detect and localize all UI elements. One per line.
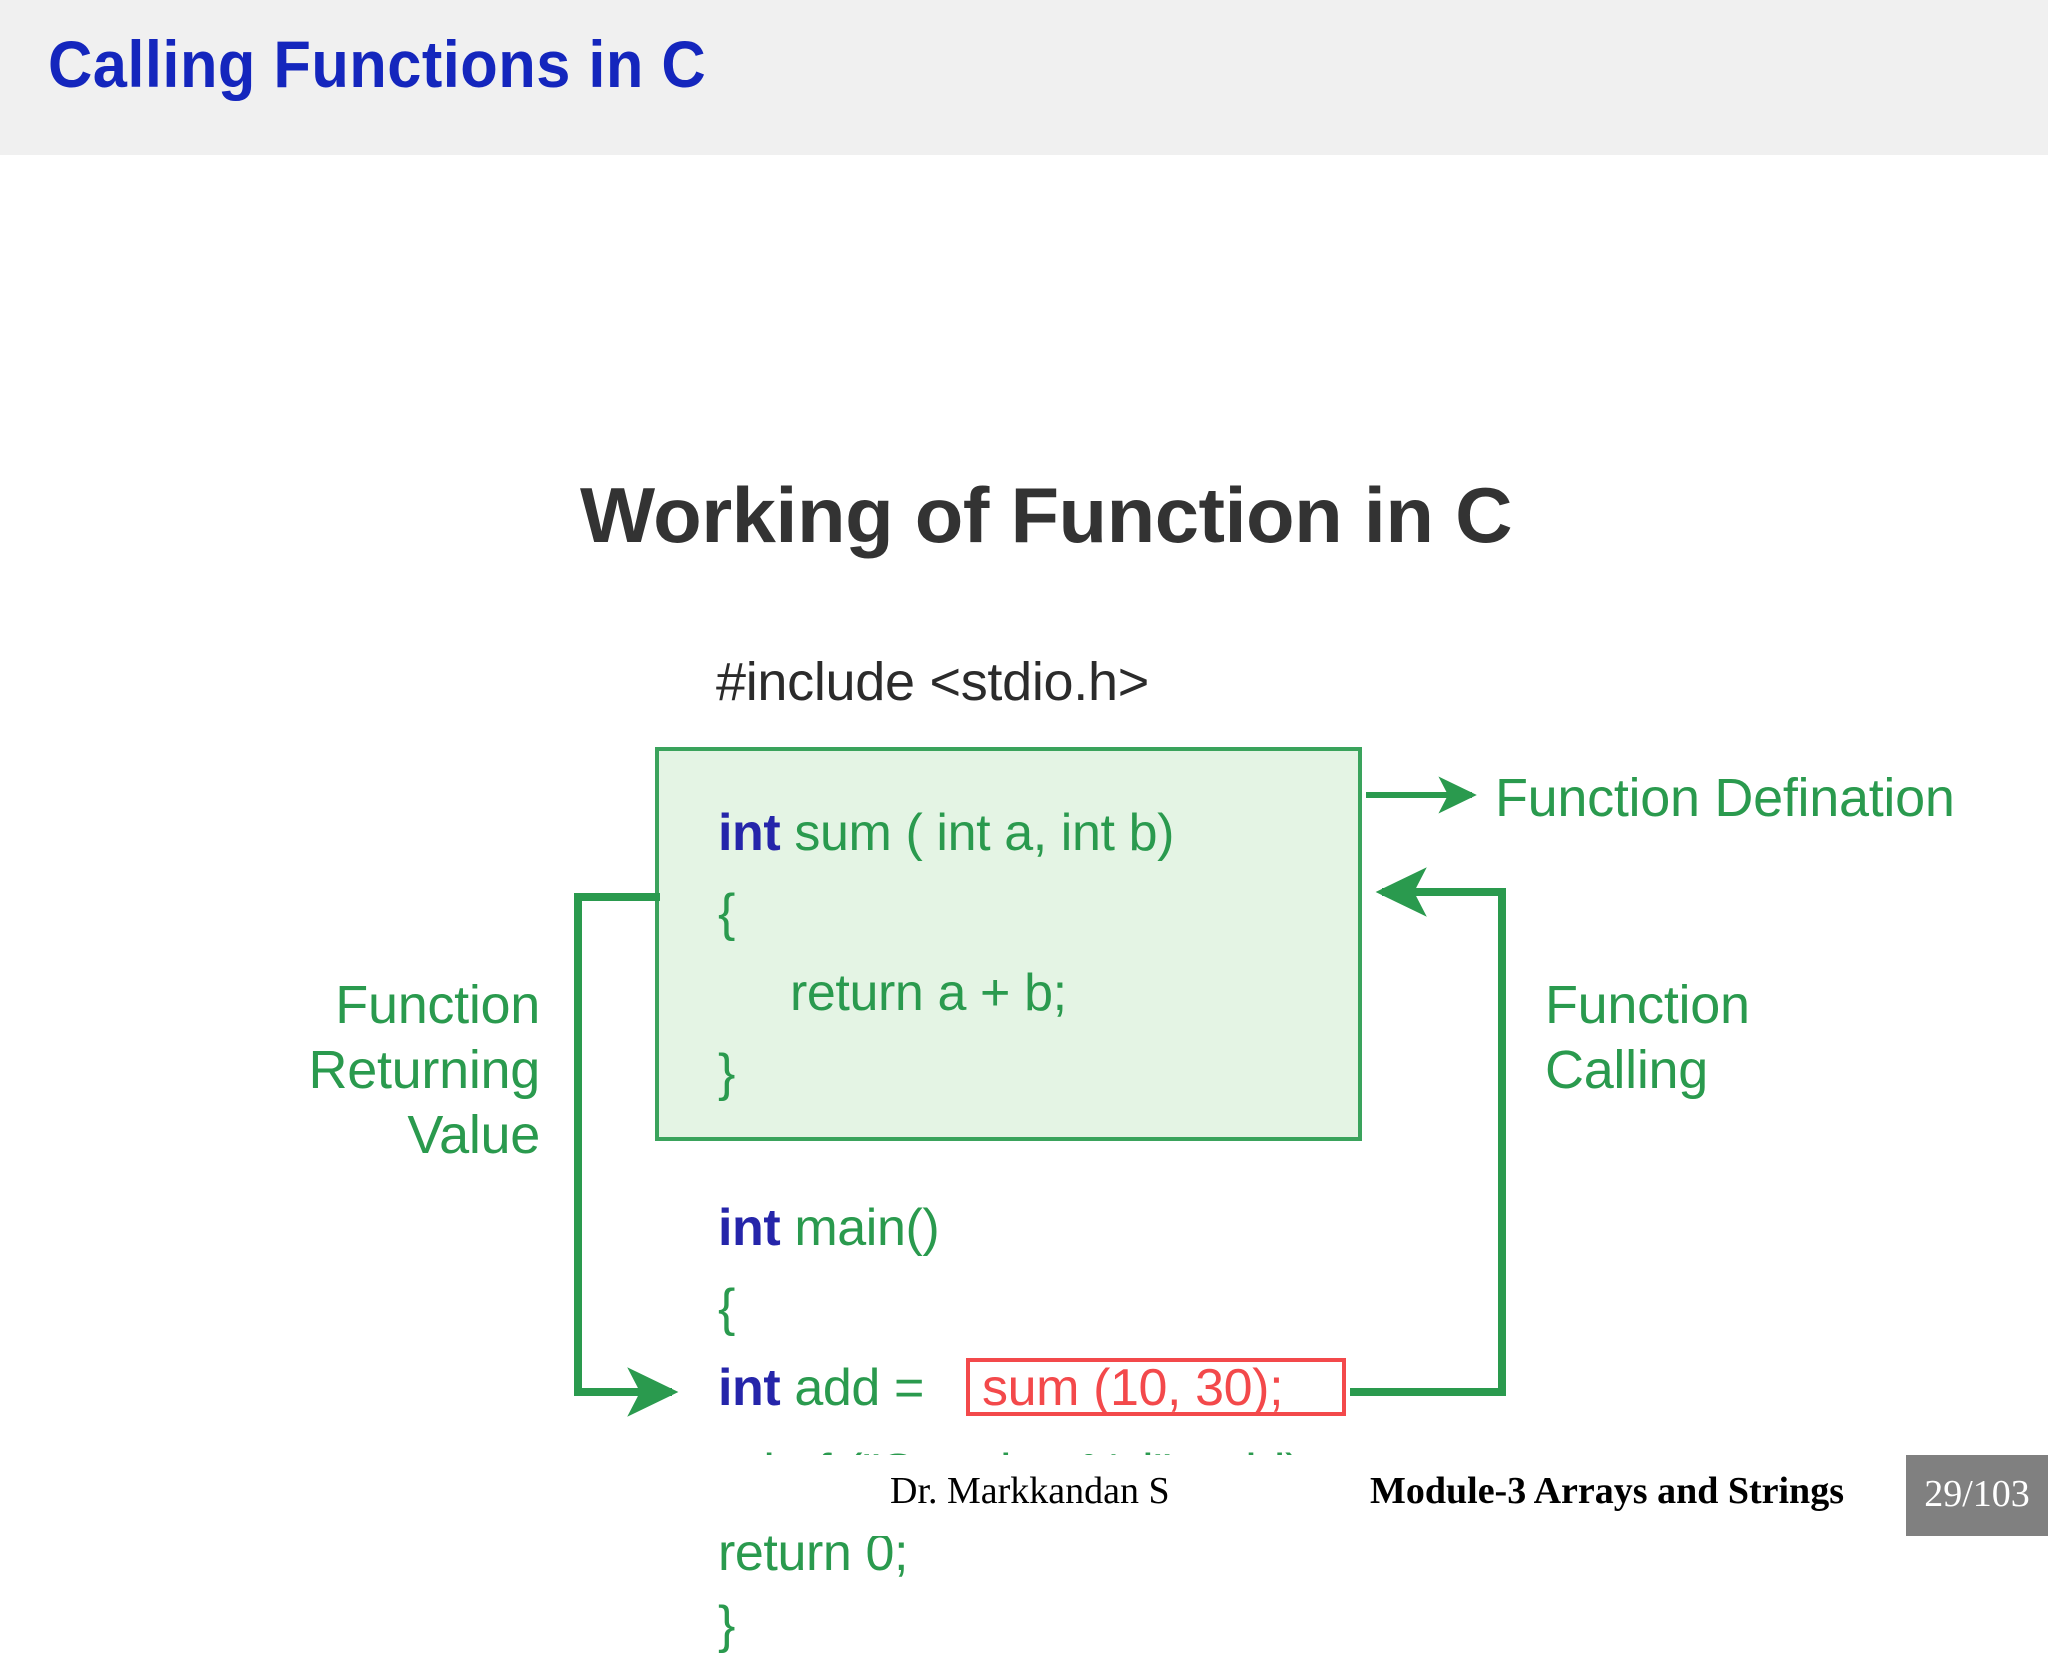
slide-footer: Dr. Markkandan S Module-3 Arrays and Str… xyxy=(0,1455,2048,1536)
label-function-calling: Function Calling xyxy=(1545,973,1885,1103)
function-definition-box xyxy=(655,747,1362,1141)
code-line-main-open-brace: { xyxy=(718,1279,735,1337)
code-line-main-signature: int main() xyxy=(718,1198,940,1258)
label-line-3: Value xyxy=(407,1105,540,1165)
function-call-text: sum (10, 30); xyxy=(982,1359,1284,1417)
keyword-int: int xyxy=(718,804,781,862)
label-function-definition: Function Defination xyxy=(1495,768,1955,828)
code-include-line: #include <stdio.h> xyxy=(716,652,1149,712)
code-line-add-assignment: int add = xyxy=(718,1358,924,1418)
page-number-badge: 29/103 xyxy=(1906,1455,2048,1536)
code-line-text: main() xyxy=(780,1199,940,1257)
page-number: 29/103 xyxy=(1924,1473,2030,1515)
figure-heading: Working of Function in C xyxy=(580,471,1513,559)
keyword-int: int xyxy=(718,1199,781,1257)
code-line-return-statement: return a + b; xyxy=(790,964,1067,1022)
code-line-close-brace: } xyxy=(718,1044,735,1102)
label-line-2: Returning xyxy=(308,1040,541,1100)
code-line-text: add = xyxy=(780,1359,924,1417)
page-title: Calling Functions in C xyxy=(48,27,707,101)
arrow-function-calling xyxy=(1350,867,1506,1396)
code-line-text: sum ( int a, int b) xyxy=(780,804,1175,862)
label-line-1: Function xyxy=(1545,975,1750,1035)
footer-module: Module-3 Arrays and Strings xyxy=(1370,1470,1844,1512)
label-function-returning-value: Function Returning Value xyxy=(200,973,541,1168)
working-of-function-figure: Working of Function in C #include <stdio… xyxy=(0,155,2048,1654)
label-line-1: Function xyxy=(335,975,540,1035)
keyword-int: int xyxy=(718,1359,781,1417)
code-line-function-signature: int sum ( int a, int b) xyxy=(718,803,1174,863)
footer-author: Dr. Markkandan S xyxy=(890,1470,1170,1512)
label-line-2: Calling xyxy=(1545,1040,1708,1100)
slide-header: Calling Functions in C xyxy=(0,0,2048,155)
function-call-highlight-box xyxy=(966,1358,1346,1416)
slide-body: Working of Function in C #include <stdio… xyxy=(0,155,2048,1654)
code-line-main-close-brace: } xyxy=(718,1596,735,1654)
code-line-open-brace: { xyxy=(718,884,735,942)
